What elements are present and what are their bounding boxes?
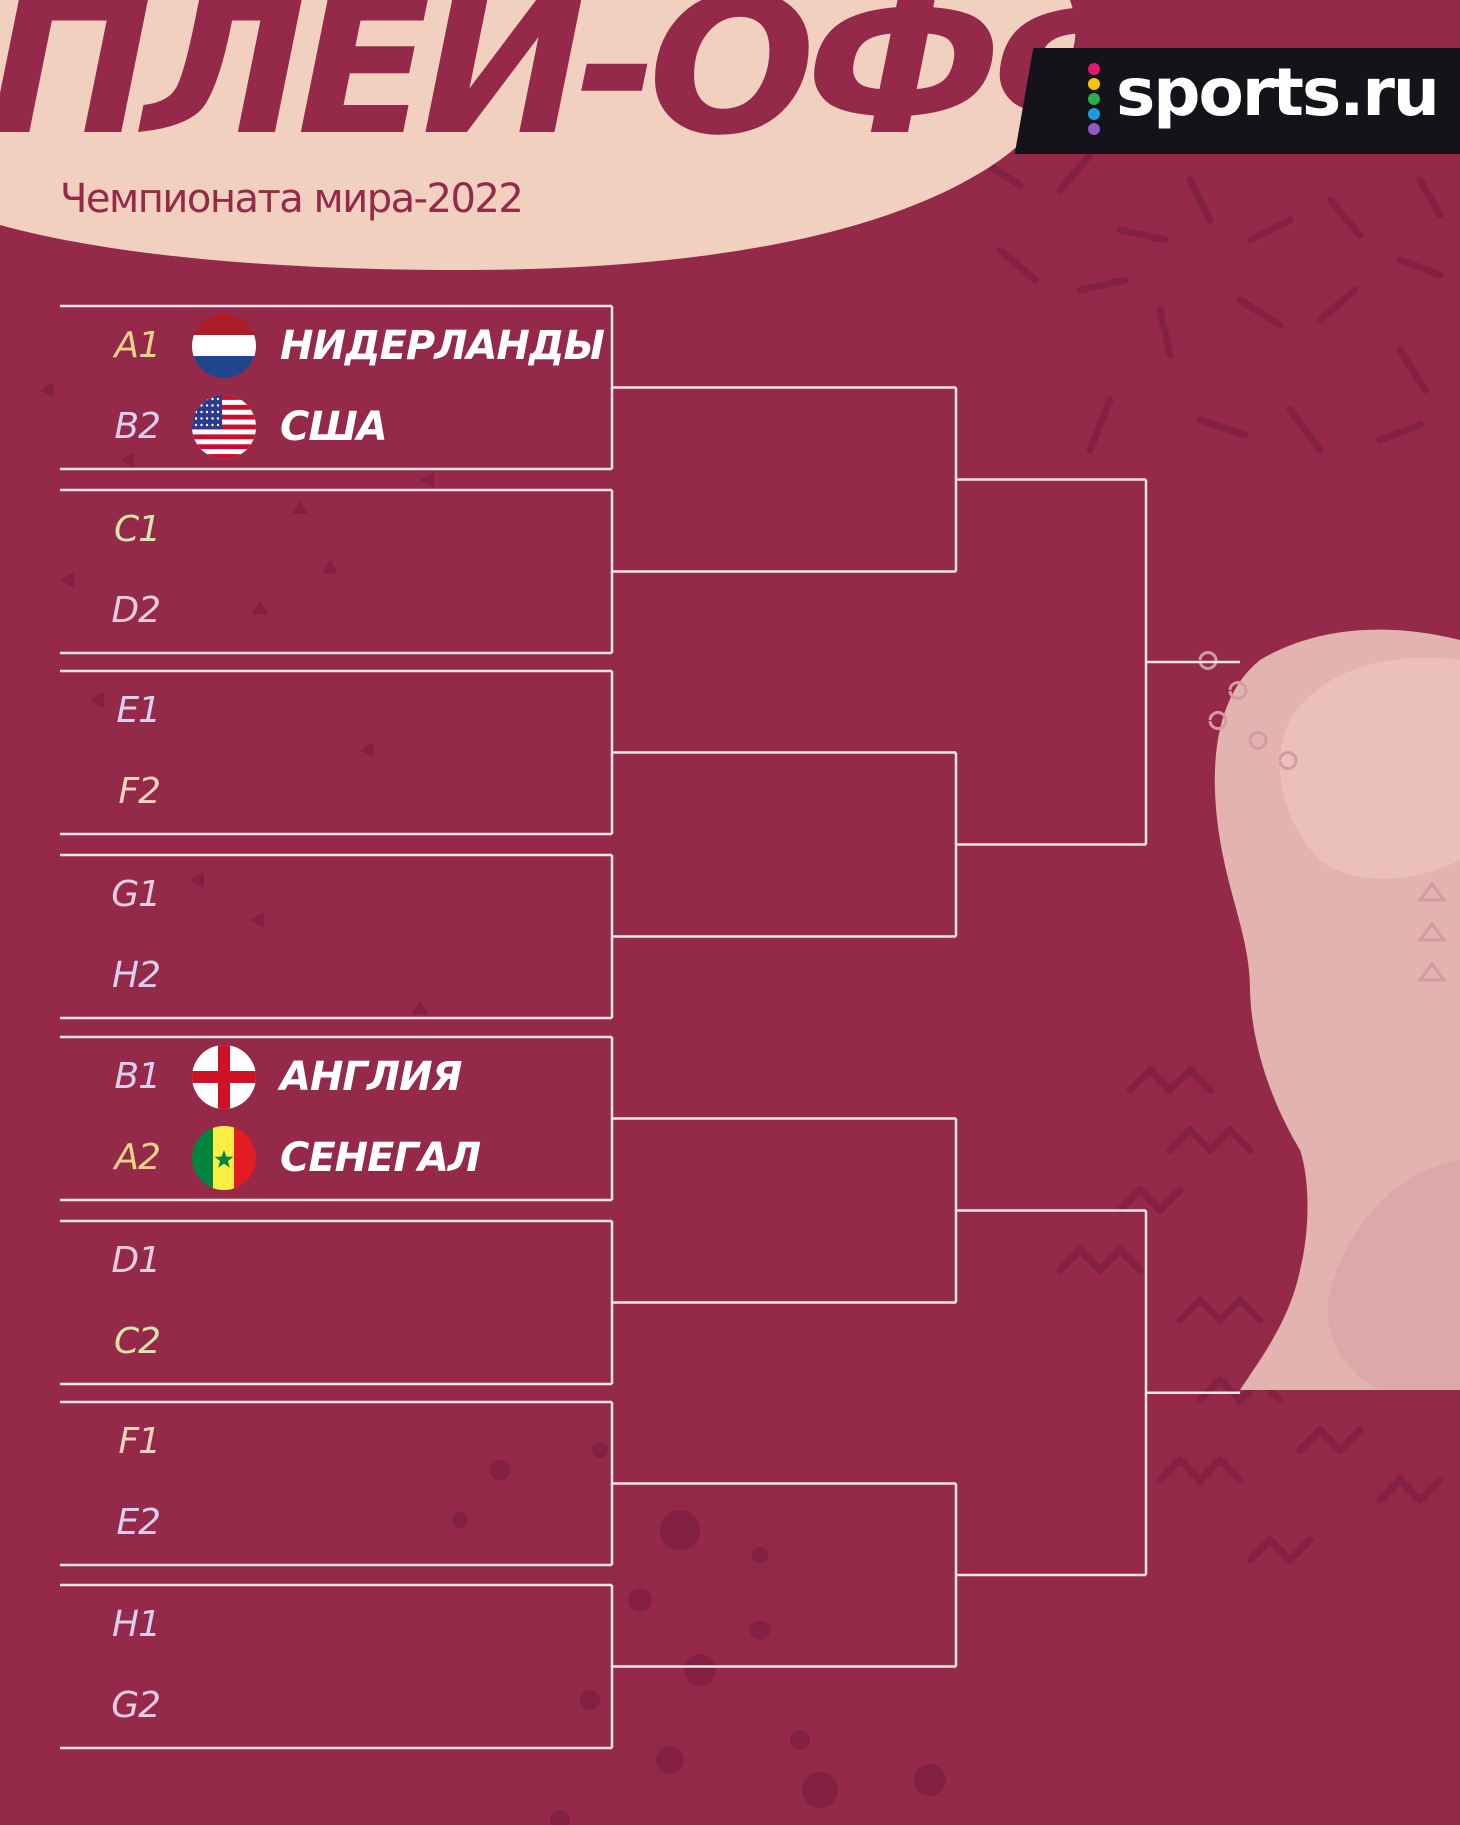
logo-dot [1088,108,1100,120]
seed-label: B2 [114,406,161,447]
seed-label: F1 [118,1421,161,1462]
seed-label: G1 [111,874,161,915]
seed-label: A2 [114,1137,161,1178]
page-title: ПЛЕЙ-ОФФ [0,0,1187,177]
seed-label: A1 [114,325,161,366]
logo-dot [1088,78,1100,90]
team-name: США [280,404,388,450]
header-blob [0,0,1076,270]
logo-dot [1088,93,1100,105]
team-name: АНГЛИЯ [280,1054,462,1100]
logo-text: sports.ru [1116,54,1440,131]
logo-dot [1088,123,1100,135]
seed-label: C1 [113,509,161,550]
seed-label: G2 [111,1685,161,1726]
logo-dot [1088,63,1100,75]
seed-label: E2 [116,1502,161,1543]
team-name: НИДЕРЛАНДЫ [280,323,605,369]
confetti-pattern [976,91,1444,1565]
world-cup-trophy-icon [1198,629,1460,1390]
usa-flag-icon [192,395,256,459]
netherlands-flag-icon [192,314,256,378]
page-subtitle: Чемпионата мира-2022 [60,176,524,222]
seed-label: E1 [116,690,161,731]
logo-dots-icon [1088,63,1102,138]
seed-label: C2 [113,1321,161,1362]
seed-label: B1 [114,1056,161,1097]
senegal-flag-icon [192,1126,256,1190]
seed-label: F2 [118,771,161,812]
seed-label: H1 [112,1604,161,1645]
team-name: СЕНЕГАЛ [280,1135,481,1181]
seed-label: D2 [111,590,161,631]
seed-label: D1 [111,1240,161,1281]
seed-label: H2 [112,955,161,996]
england-flag-icon [192,1045,256,1109]
dot-pattern [452,1442,946,1825]
